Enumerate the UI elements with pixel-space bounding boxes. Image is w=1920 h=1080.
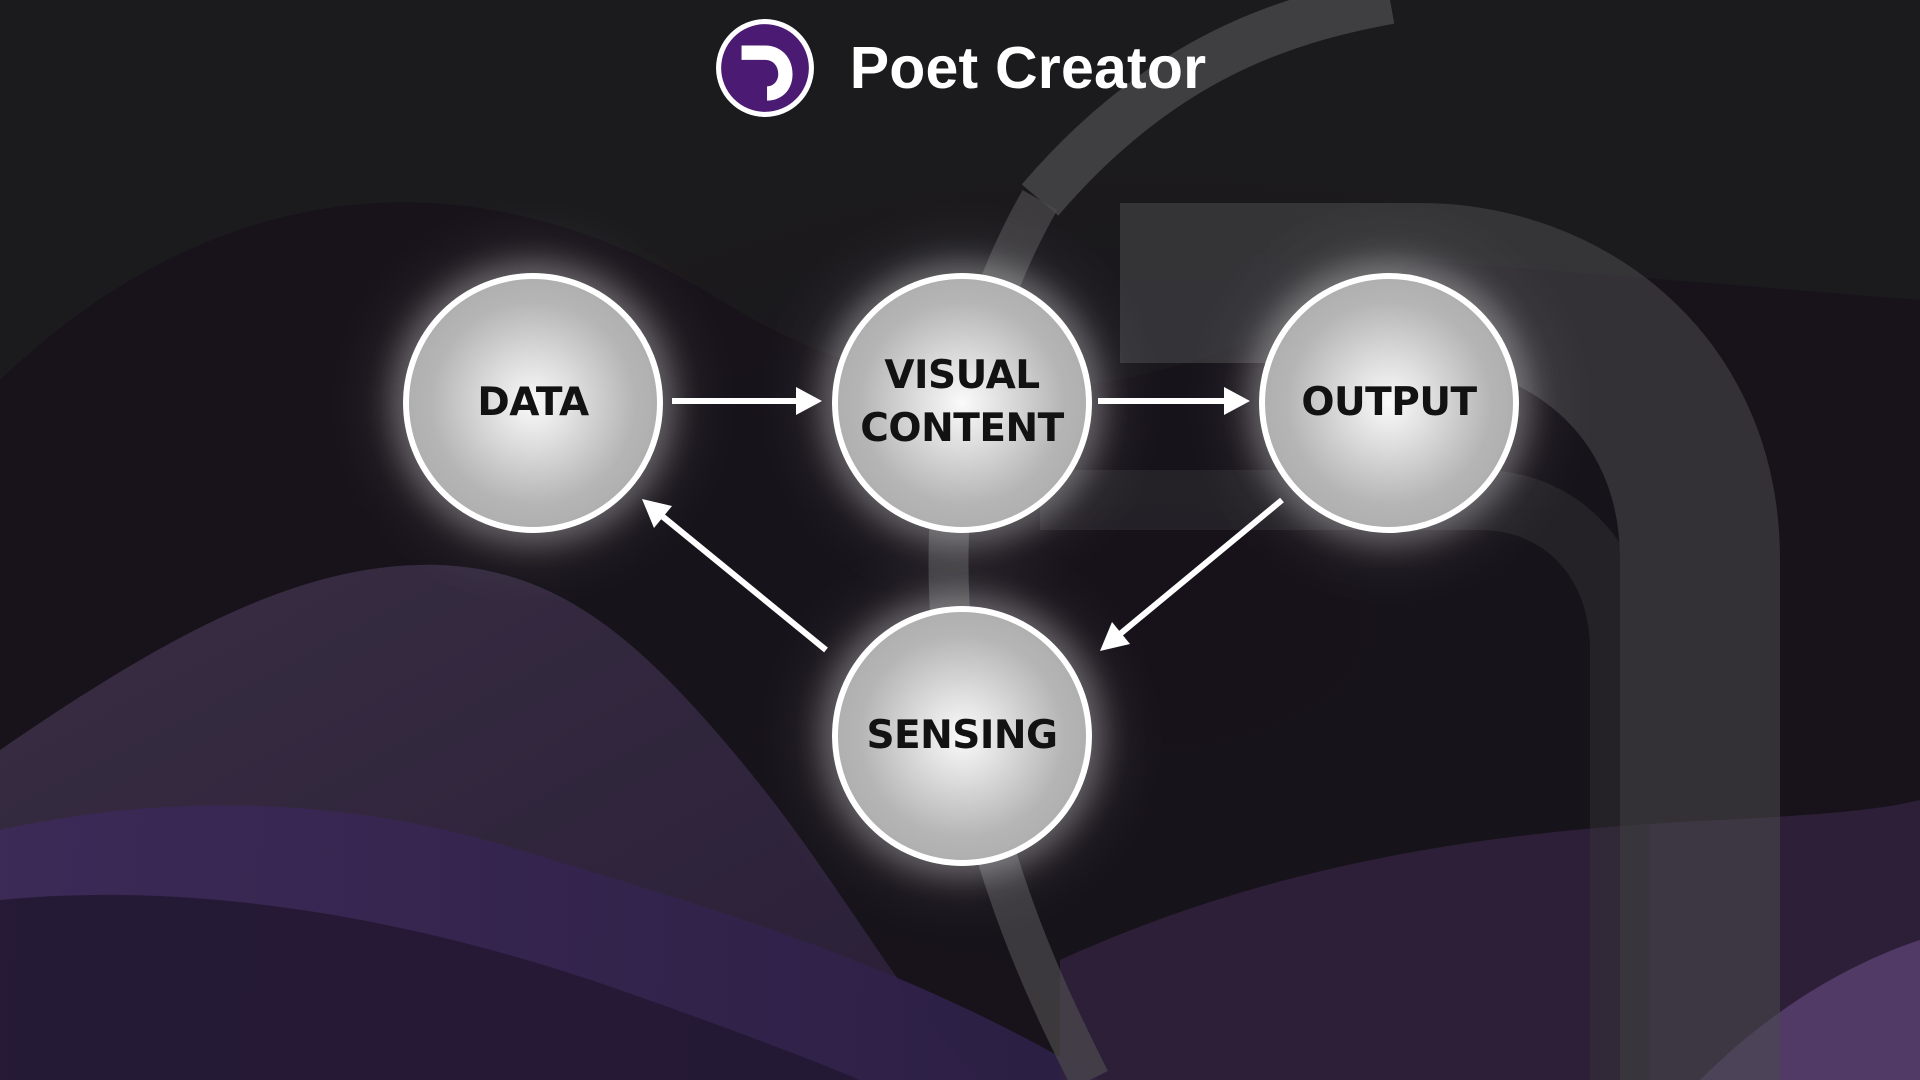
node-sensing: SENSING xyxy=(832,606,1092,866)
node-output: OUTPUT xyxy=(1259,273,1519,533)
arrow-output-to-sensing xyxy=(1100,497,1284,651)
node-label-visual: VISUAL xyxy=(884,353,1040,399)
arrow-data-to-visual-content xyxy=(672,387,822,415)
app-title: Poet Creator xyxy=(849,34,1207,101)
arrow-sensing-to-data xyxy=(642,499,828,653)
header: Poet Creator xyxy=(0,16,1920,120)
poet-creator-logo-icon xyxy=(715,19,814,117)
node-label-data: DATA xyxy=(477,379,589,425)
node-visual-content: VISUAL CONTENT xyxy=(832,273,1092,533)
node-label-content: CONTENT xyxy=(860,406,1064,451)
node-label-output: OUTPUT xyxy=(1301,379,1477,425)
node-data: DATA xyxy=(403,273,663,533)
node-label-visual-content: VISUAL CONTENT xyxy=(860,350,1064,455)
node-label-sensing: SENSING xyxy=(866,712,1058,758)
arrow-visual-content-to-output xyxy=(1098,387,1250,415)
